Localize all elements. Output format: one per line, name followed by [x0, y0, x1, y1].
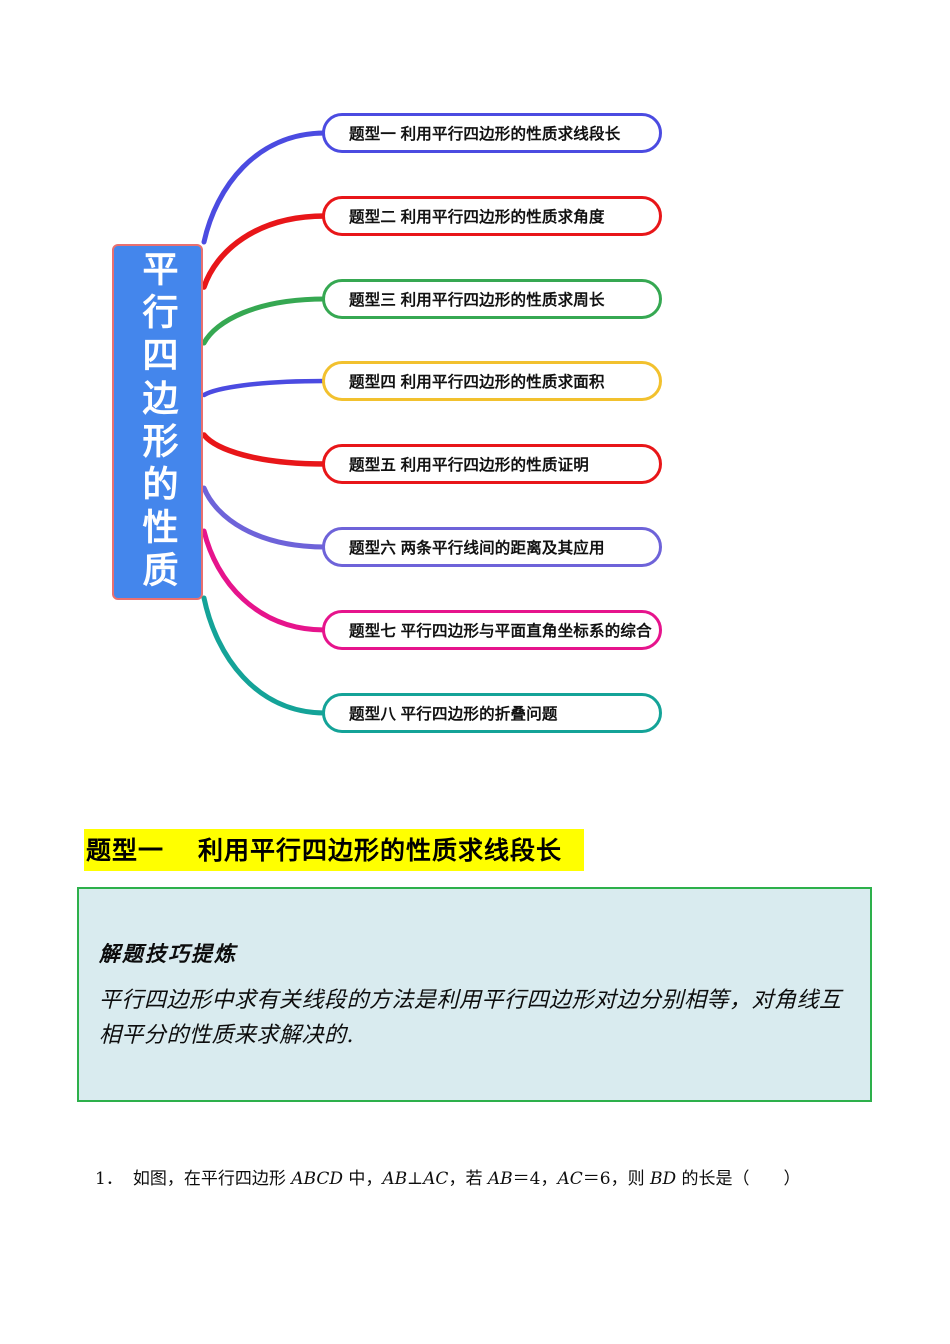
- mindmap-node-topic-6: 题型六 两条平行线间的距离及其应用: [322, 527, 662, 567]
- mindmap-node-topic-7: 题型七 平行四边形与平面直角坐标系的综合: [322, 610, 662, 650]
- question-text-segment: 中，: [342, 1169, 383, 1189]
- question-1: 1．如图，在平行四边形 ABCD 中，AB⊥AC，若 AB＝4，AC＝6，则 B…: [95, 1166, 885, 1192]
- question-text-segment: AC: [557, 1169, 583, 1189]
- mindmap-node-topic-4: 题型四 利用平行四边形的性质求面积: [322, 361, 662, 401]
- section-heading: 题型一 利用平行四边形的性质求线段长: [84, 829, 584, 871]
- mindmap-node-topic-5: 题型五 利用平行四边形的性质证明: [322, 444, 662, 484]
- branch-curve-7: [201, 528, 328, 633]
- question-text-segment: BD: [650, 1169, 677, 1189]
- branch-curve-3: [201, 296, 328, 346]
- mindmap-root-label: 平行四边形的性质: [137, 250, 179, 594]
- question-text-segment: AB: [487, 1169, 513, 1189]
- branch-curve-5: [201, 432, 328, 467]
- mindmap-node-topic-1: 题型一 利用平行四边形的性质求线段长: [322, 113, 662, 153]
- question-text-segment: ⊥: [407, 1169, 424, 1189]
- topic-4-label: 题型四 利用平行四边形的性质求面积: [349, 374, 605, 391]
- branch-curve-8: [201, 595, 328, 716]
- technique-box-title: 解题技巧提炼: [99, 941, 237, 966]
- question-text-segment: AC: [423, 1169, 449, 1189]
- mindmap-root-node: 平行四边形的性质: [112, 244, 203, 600]
- question-text-segment: 的长是（ ）: [676, 1169, 801, 1189]
- mindmap-node-topic-2: 题型二 利用平行四边形的性质求角度: [322, 196, 662, 236]
- mindmap-node-topic-8: 题型八 平行四边形的折叠问题: [322, 693, 662, 733]
- question-text-segment: ABCD: [291, 1169, 343, 1189]
- question-text-segment: ＝6，则: [582, 1169, 650, 1189]
- branch-curve-6: [201, 485, 328, 550]
- question-text: 如图，在平行四边形 ABCD 中，AB⊥AC，若 AB＝4，AC＝6，则 BD …: [133, 1169, 801, 1189]
- branch-curve-2: [201, 213, 328, 290]
- topic-8-label: 题型八 平行四边形的折叠问题: [349, 706, 558, 723]
- mindmap-figure: 平行四边形的性质 题型一 利用平行四边形的性质求线段长 题型二 利用平行四边形的…: [112, 113, 662, 733]
- branch-curve-4: [201, 378, 328, 398]
- question-text-segment: ，若: [448, 1169, 488, 1189]
- topic-5-label: 题型五 利用平行四边形的性质证明: [349, 457, 590, 474]
- topic-3-label: 题型三 利用平行四边形的性质求周长: [349, 292, 605, 309]
- mindmap-node-topic-3: 题型三 利用平行四边形的性质求周长: [322, 279, 662, 319]
- topic-6-label: 题型六 两条平行线间的距离及其应用: [349, 540, 605, 557]
- topic-7-label: 题型七 平行四边形与平面直角坐标系的综合: [349, 623, 652, 640]
- section-heading-highlight: 题型一 利用平行四边形的性质求线段长: [84, 829, 584, 871]
- question-number: 1．: [95, 1169, 123, 1189]
- question-text-segment: ＝4，: [512, 1169, 558, 1189]
- technique-box-body: 平行四边形中求有关线段的方法是利用平行四边形对边分别相等，对角线互相平分的性质来…: [99, 988, 842, 1048]
- topic-2-label: 题型二 利用平行四边形的性质求角度: [349, 209, 605, 226]
- technique-box: 解题技巧提炼 平行四边形中求有关线段的方法是利用平行四边形对边分别相等，对角线互…: [77, 887, 872, 1102]
- question-text-segment: 如图，在平行四边形: [132, 1169, 292, 1189]
- question-text-segment: AB: [382, 1169, 408, 1189]
- mindmap-branch-curves: [201, 130, 328, 716]
- branch-curve-1: [201, 130, 328, 245]
- topic-1-label: 题型一 利用平行四边形的性质求线段长: [349, 126, 621, 143]
